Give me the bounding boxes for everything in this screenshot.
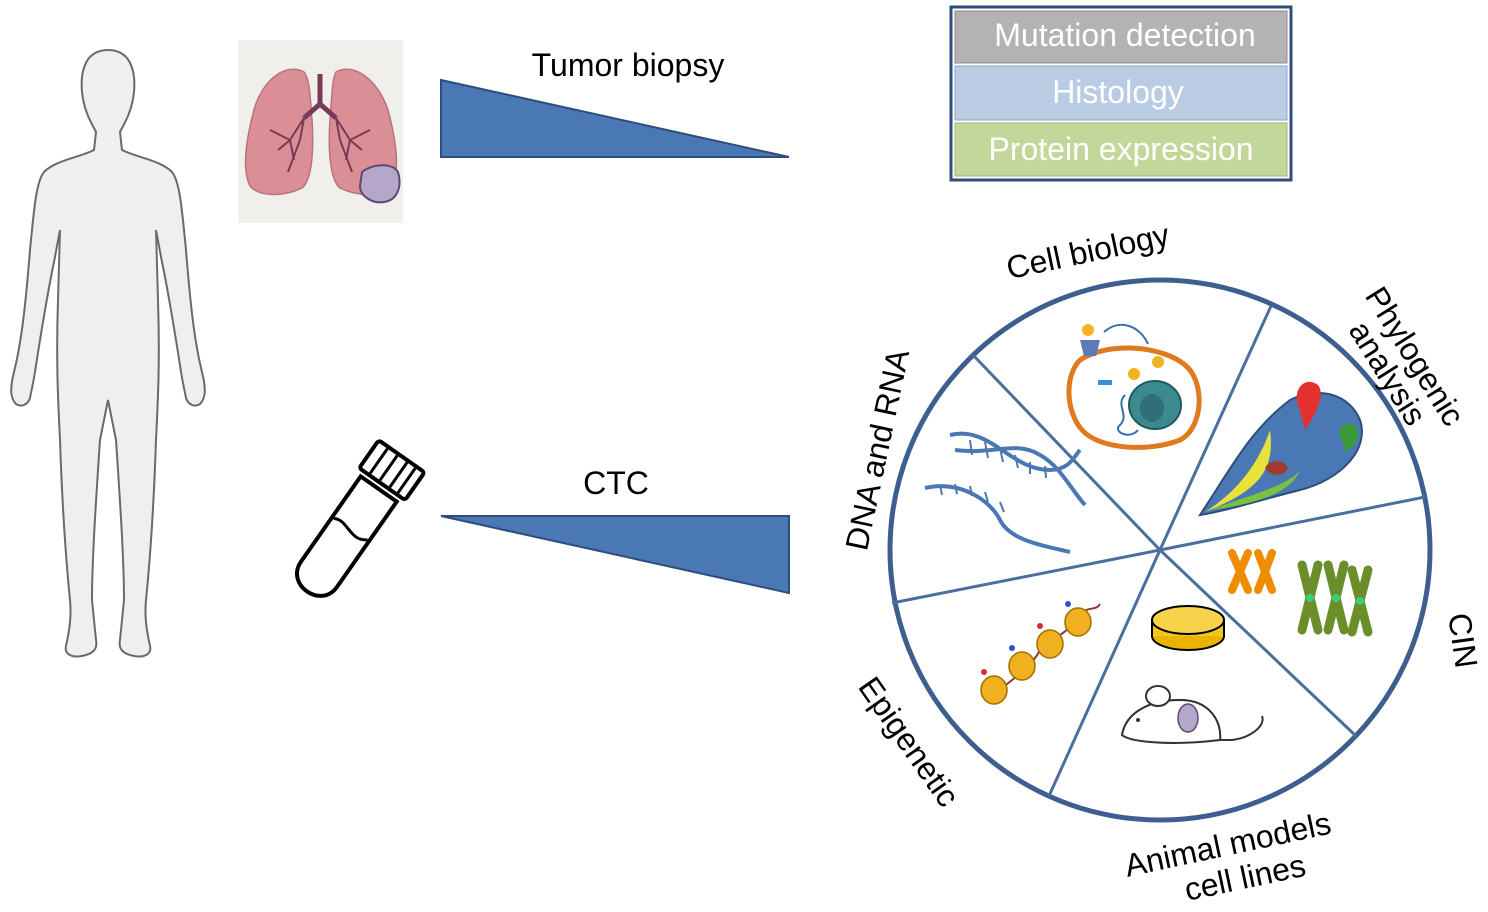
mouse-icon — [1120, 685, 1264, 744]
sector-divider — [1158, 305, 1273, 551]
nucleosomes-icon — [980, 601, 1101, 705]
human-silhouette-icon — [10, 48, 206, 658]
protein-expression-box — [954, 122, 1288, 177]
petri-dish-icon — [1151, 605, 1225, 651]
cell-biology-label: Cell biology — [1003, 216, 1172, 286]
phylogenic-tree-icon — [1197, 381, 1363, 517]
sector-divider — [971, 353, 1162, 552]
blood-tube-icon — [295, 439, 426, 598]
tumor-biopsy-label: Tumor biopsy — [532, 47, 725, 83]
cell-icon — [1066, 323, 1202, 450]
protein-expression-label: Protein expression — [988, 131, 1253, 167]
histology-label: Histology — [1052, 74, 1184, 110]
mutation-detection-label: Mutation detection — [994, 17, 1256, 53]
cin-label: CIN — [1441, 611, 1484, 671]
dna-helix-icon — [924, 431, 1087, 554]
lungs-icon — [238, 40, 403, 223]
ctc-wedge — [440, 515, 790, 595]
mutation-detection-box — [954, 10, 1288, 64]
histology-box — [954, 65, 1288, 121]
chromosomes-icon — [1228, 549, 1373, 637]
sector-divider — [1158, 548, 1358, 738]
sector-divider — [1047, 549, 1162, 797]
sector-divider — [891, 548, 1161, 605]
ctc-label: CTC — [583, 465, 649, 501]
biopsy-results-stack: Mutation detection Histology Protein exp… — [949, 5, 1293, 182]
tumor-biopsy-wedge — [440, 78, 790, 158]
sector-divider — [1159, 495, 1426, 552]
